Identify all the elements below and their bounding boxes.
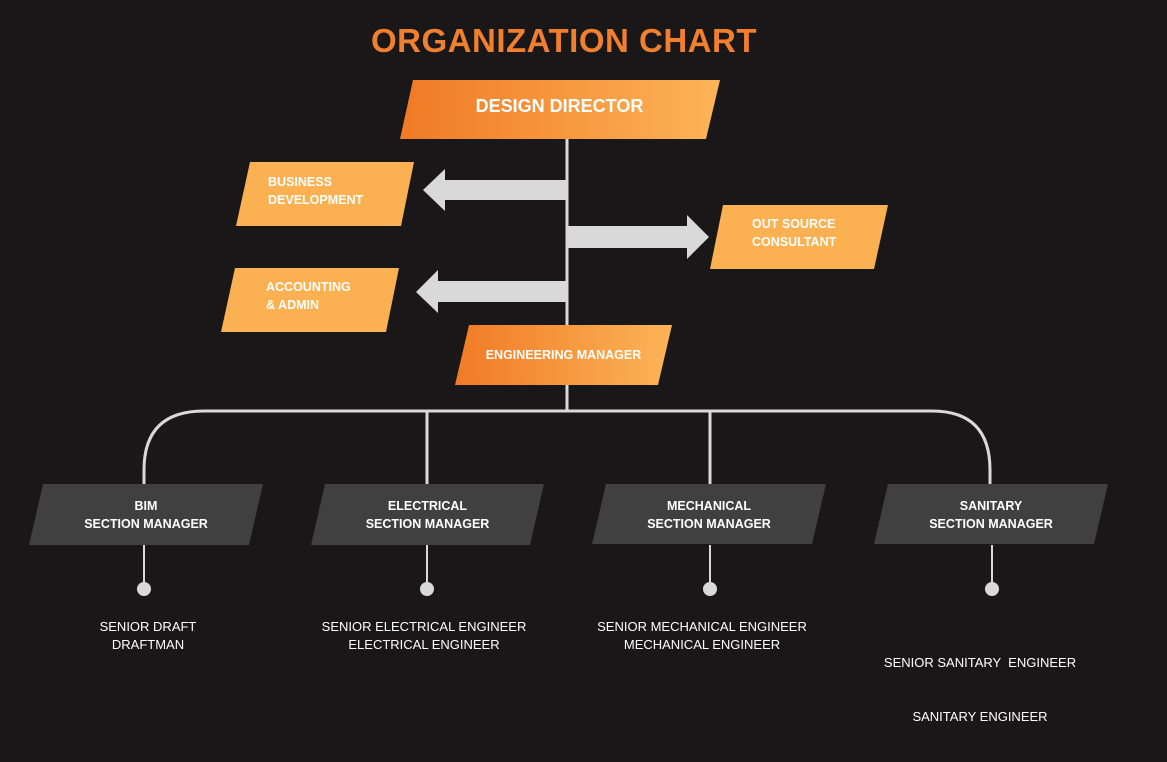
mechanical-staff-list: SENIOR MECHANICAL ENGINEER MECHANICAL EN… <box>572 618 832 654</box>
sanitary-staff-senior: SENIOR SANITARY ENGINEER <box>883 655 1077 670</box>
electrical-line1: ELECTRICAL <box>387 499 468 513</box>
mechanical-staff-junior: MECHANICAL ENGINEER <box>623 637 781 652</box>
arrow-to-outsource <box>567 215 709 259</box>
business-development-box[interactable] <box>236 162 414 226</box>
sanitary-line1: SANITARY <box>959 499 1023 513</box>
arrow-to-accounting <box>416 270 567 313</box>
accounting-line2: & ADMIN <box>266 298 320 312</box>
sanitary-staff-dot <box>985 582 999 596</box>
outsource-consultant-label: OUT SOURCE CONSULTANT <box>752 210 882 256</box>
engineering-manager-box[interactable] <box>455 325 672 385</box>
sanitary-line2: SECTION MANAGER <box>929 517 1053 531</box>
design-director-label: DESIGN DIRECTOR <box>406 80 713 132</box>
engineering-manager-text: ENGINEERING MANAGER <box>485 348 642 362</box>
sanitary-staff-list: SENIOR SANITARY ENGINEER SANITARY ENGINE… <box>850 618 1110 762</box>
design-director-text: DESIGN DIRECTOR <box>475 96 644 116</box>
accounting-admin-box[interactable] <box>221 268 399 332</box>
bim-staff-senior: SENIOR DRAFT <box>99 619 197 634</box>
mechanical-section-label: MECHANICAL SECTION MANAGER <box>599 486 819 544</box>
bim-staff-list: SENIOR DRAFT DRAFTMAN <box>18 618 278 654</box>
electrical-staff-junior: ELECTRICAL ENGINEER <box>348 637 500 652</box>
bim-section-box[interactable] <box>29 484 263 545</box>
diagram-graphics <box>29 80 1108 596</box>
bim-section-label: BIM SECTION MANAGER <box>36 486 256 544</box>
design-director-box[interactable] <box>400 80 720 139</box>
sanitary-section-label: SANITARY SECTION MANAGER <box>881 486 1101 544</box>
electrical-section-label: ELECTRICAL SECTION MANAGER <box>318 486 537 544</box>
page-title: ORGANIZATION CHART <box>370 22 758 59</box>
outsource-line2: CONSULTANT <box>752 235 837 249</box>
bim-staff-junior: DRAFTMAN <box>111 637 185 652</box>
bim-line1: BIM <box>134 499 158 513</box>
mechanical-staff-senior: SENIOR MECHANICAL ENGINEER <box>597 619 807 634</box>
business-line1: BUSINESS <box>268 175 332 189</box>
electrical-line2: SECTION MANAGER <box>365 517 490 531</box>
accounting-admin-label: ACCOUNTING & ADMIN <box>266 273 386 319</box>
sanitary-section-box[interactable] <box>874 484 1108 544</box>
outsource-line1: OUT SOURCE <box>752 217 836 231</box>
accounting-line1: ACCOUNTING <box>266 280 351 294</box>
business-line2: DEVELOPMENT <box>268 193 364 207</box>
engineering-manager-label: ENGINEERING MANAGER <box>462 325 665 385</box>
mechanical-line1: MECHANICAL <box>666 499 752 513</box>
electrical-staff-senior: SENIOR ELECTRICAL ENGINEER <box>321 619 527 634</box>
business-development-label: BUSINESS DEVELOPMENT <box>268 168 408 214</box>
electrical-section-box[interactable] <box>311 484 544 545</box>
bim-staff-dot <box>137 582 151 596</box>
outsource-consultant-box[interactable] <box>710 205 888 269</box>
section-branch-connector <box>142 409 992 484</box>
mechanical-section-box[interactable] <box>592 484 826 544</box>
bim-line2: SECTION MANAGER <box>84 517 208 531</box>
mechanical-line2: SECTION MANAGER <box>647 517 771 531</box>
electrical-staff-dot <box>420 582 434 596</box>
mechanical-staff-dot <box>703 582 717 596</box>
sanitary-staff-junior: SANITARY ENGINEER <box>912 709 1048 724</box>
arrow-to-business <box>423 169 567 211</box>
electrical-staff-list: SENIOR ELECTRICAL ENGINEER ELECTRICAL EN… <box>294 618 554 654</box>
org-chart: ORGANIZATION CHART DESIGN DIRECTOR BUSIN… <box>18 22 1108 724</box>
